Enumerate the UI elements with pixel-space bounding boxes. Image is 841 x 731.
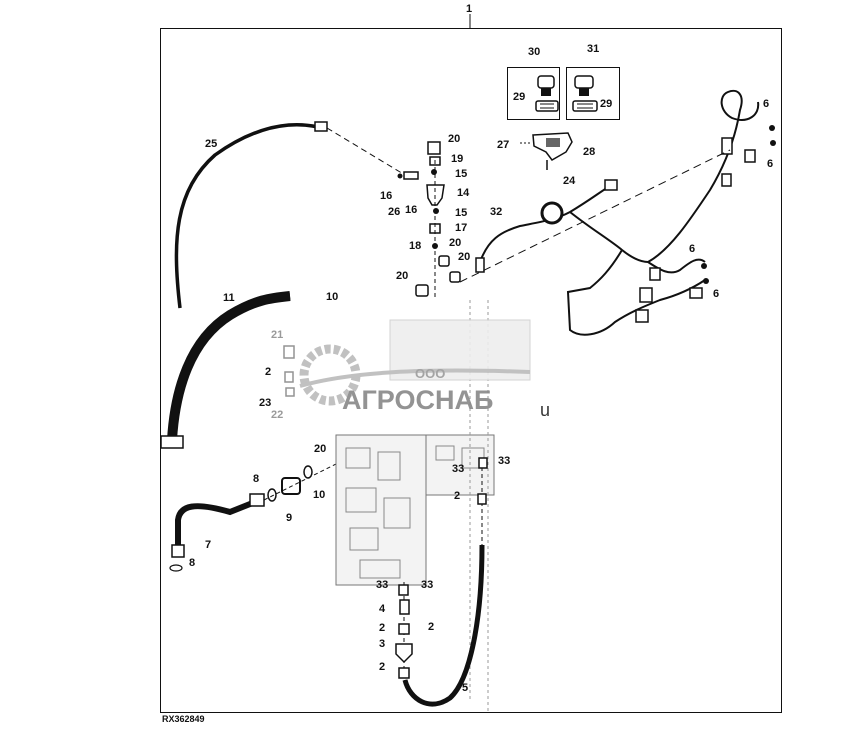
callout-10: 10 — [313, 489, 325, 501]
callout-2: 2 — [265, 366, 271, 378]
valve-block — [335, 300, 495, 712]
callout-8: 8 — [189, 557, 195, 569]
callout-29: 29 — [600, 98, 612, 110]
callout-20: 20 — [458, 251, 470, 263]
callout-30: 30 — [528, 46, 540, 58]
callout-2: 2 — [379, 622, 385, 634]
callout-31: 31 — [587, 43, 599, 55]
callout-10: 10 — [326, 291, 338, 303]
hose-25 — [174, 123, 319, 309]
assembly-callout: 1 — [466, 3, 472, 15]
callout-32: 32 — [490, 206, 502, 218]
drawing-frame — [160, 28, 782, 713]
callout-27: 27 — [497, 139, 509, 151]
watermark-name: АГРОСНАБ — [342, 385, 493, 415]
callout-18: 18 — [409, 240, 421, 252]
callout-2: 2 — [454, 490, 460, 502]
callout-20: 20 — [314, 443, 326, 455]
callout-16: 16 — [380, 190, 392, 202]
callout-11: 11 — [223, 292, 235, 304]
callout-19: 19 — [451, 153, 463, 165]
callout-labels: 30 31 29 29 6 6 27 28 24 25 20 19 15 14 … — [189, 43, 773, 694]
callout-28: 28 — [583, 146, 595, 158]
callout-2: 2 — [428, 621, 434, 633]
callout-33: 33 — [452, 463, 464, 475]
callout-17: 17 — [455, 222, 467, 234]
callout-20: 20 — [448, 133, 460, 145]
callout-8: 8 — [253, 473, 259, 485]
watermark-suffix: u — [540, 400, 550, 420]
callout-6: 6 — [763, 98, 769, 110]
kit-box-30 — [507, 67, 560, 120]
watermark-prefix: ООО — [415, 366, 445, 381]
wiring-harness-32 — [459, 90, 776, 336]
callout-6: 6 — [767, 158, 773, 170]
callout-14: 14 — [457, 187, 470, 199]
faint-parts — [283, 345, 295, 397]
callout-16: 16 — [405, 204, 417, 216]
reference-code: RX362849 — [162, 714, 205, 724]
callout-15: 15 — [455, 168, 467, 180]
callout-5: 5 — [462, 682, 468, 694]
callout-3: 3 — [379, 638, 385, 650]
clamps-20 — [415, 255, 461, 297]
lower-fittings — [395, 582, 413, 680]
callout-33: 33 — [421, 579, 433, 591]
callout-21: 21 — [271, 329, 283, 341]
callout-6: 6 — [689, 243, 695, 255]
callout-23: 23 — [259, 397, 271, 409]
callout-2: 2 — [379, 661, 385, 673]
callout-26: 26 — [388, 206, 400, 218]
fitting-stack — [397, 141, 445, 300]
callout-33: 33 — [376, 579, 388, 591]
callout-20: 20 — [449, 237, 461, 249]
kit-box-31 — [566, 67, 620, 120]
callout-6: 6 — [713, 288, 719, 300]
callout-7: 7 — [205, 539, 211, 551]
callout-33: 33 — [498, 455, 510, 467]
watermark: ООО АГРОСНАБ u — [299, 319, 550, 420]
bracket-28 — [520, 132, 573, 170]
callout-4: 4 — [379, 603, 386, 615]
callout-22: 22 — [271, 409, 283, 421]
callout-24: 24 — [563, 175, 576, 187]
callout-20: 20 — [396, 270, 408, 282]
callout-29: 29 — [513, 91, 525, 103]
callout-25: 25 — [205, 138, 217, 150]
callout-9: 9 — [286, 512, 292, 524]
callout-15: 15 — [455, 207, 467, 219]
